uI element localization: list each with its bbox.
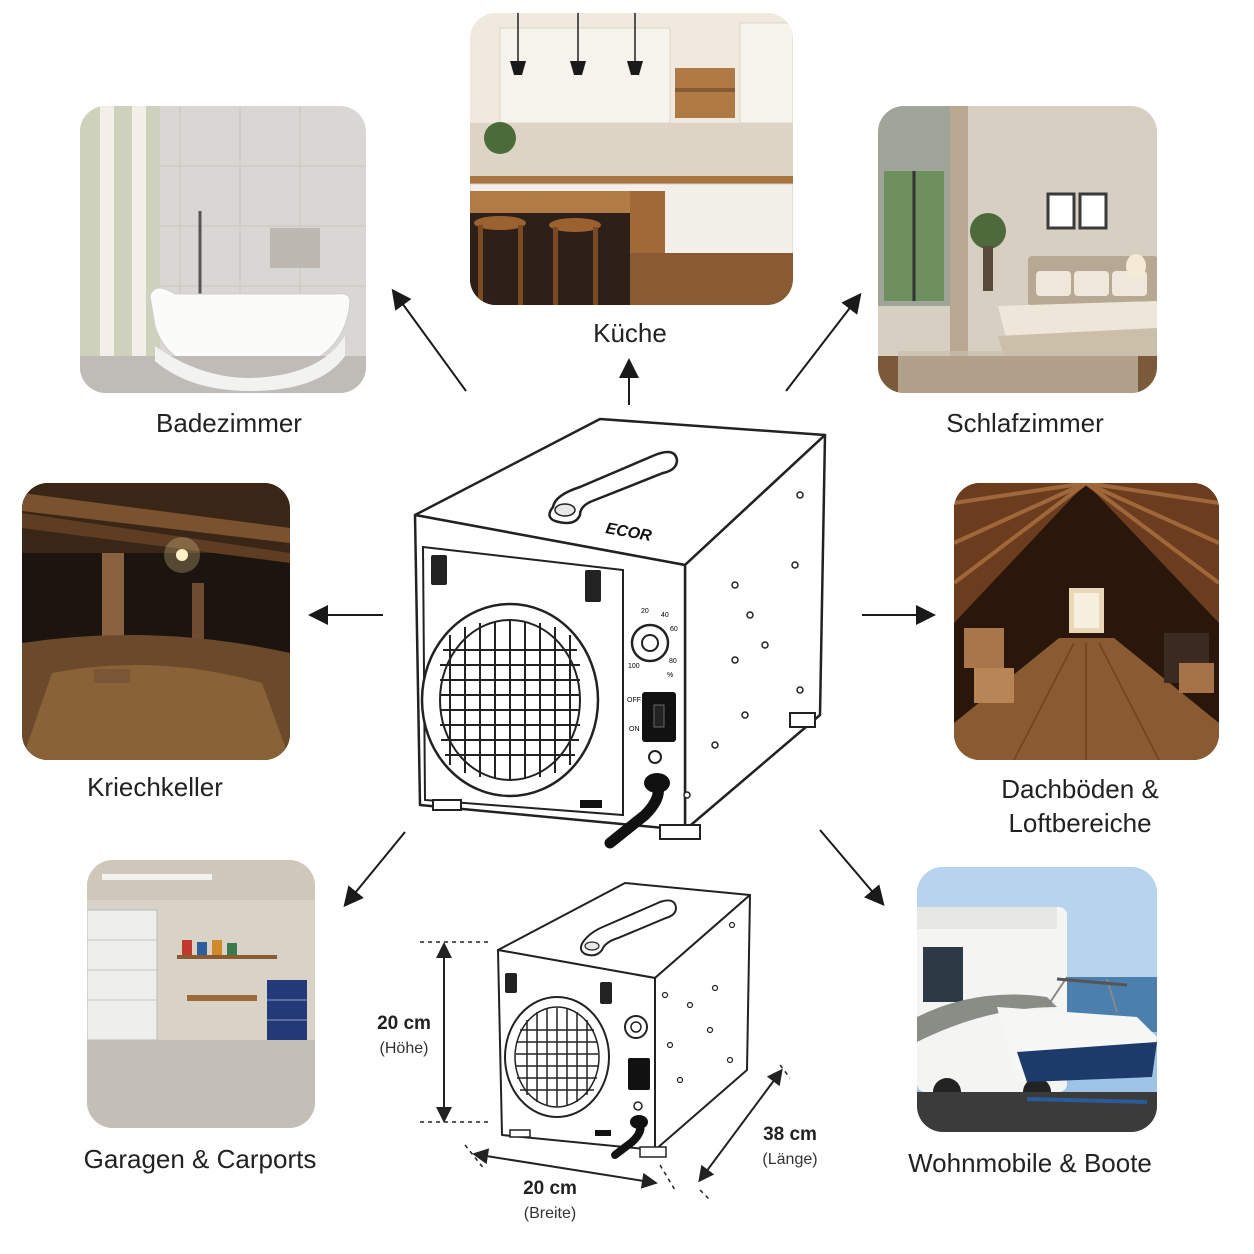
length-label: (Länge) — [762, 1151, 818, 1168]
width-label: (Breite) — [523, 1205, 577, 1222]
dial-label-80: 80 — [669, 658, 677, 665]
garage-label: Garagen & Carports — [83, 1144, 317, 1174]
rv-boat-label: Wohnmobile & Boote — [908, 1148, 1152, 1178]
bedroom-label: Schlafzimmer — [946, 408, 1104, 438]
height-label: (Höhe) — [379, 1040, 429, 1057]
dehumidifier-main: ECOR 20 40 60 80 100 % OFF ON — [413, 417, 827, 849]
arrow-to-bedroom — [785, 292, 862, 392]
dial-label-20: 20 — [641, 608, 649, 615]
rv-boat-photo — [917, 867, 1157, 1132]
switch-label-on: ON — [629, 726, 640, 733]
dial-label-60: 60 — [670, 626, 678, 633]
height-value: 20 cm — [377, 1013, 431, 1034]
bedroom-photo — [878, 106, 1157, 393]
crawlspace-label: Kriechkeller — [87, 772, 223, 802]
width-value: 20 cm — [523, 1178, 577, 1199]
arrow-to-garage — [343, 831, 406, 908]
attic-label-line1: Dachböden & — [1001, 774, 1159, 804]
switch-label-off: OFF — [627, 697, 641, 704]
crawlspace-photo — [22, 483, 290, 760]
arrow-to-bathroom — [391, 288, 467, 392]
kitchen-photo — [470, 13, 793, 305]
length-value: 38 cm — [763, 1124, 817, 1145]
dehumidifier-dimensions — [420, 882, 791, 1200]
dial-label-100: 100 — [628, 663, 640, 670]
arrow-to-rv-boat — [819, 829, 885, 907]
garage-photo — [87, 860, 315, 1128]
attic-label-line2: Loftbereiche — [1008, 808, 1152, 838]
kitchen-label: Küche — [593, 318, 667, 348]
attic-label: Dachböden & Loftbereiche — [975, 772, 1185, 840]
attic-photo — [954, 483, 1219, 760]
dial-label-40: 40 — [661, 612, 669, 619]
dial-label-percent: % — [667, 672, 673, 679]
bathroom-label: Badezimmer — [156, 408, 302, 438]
bathroom-photo — [80, 106, 366, 393]
